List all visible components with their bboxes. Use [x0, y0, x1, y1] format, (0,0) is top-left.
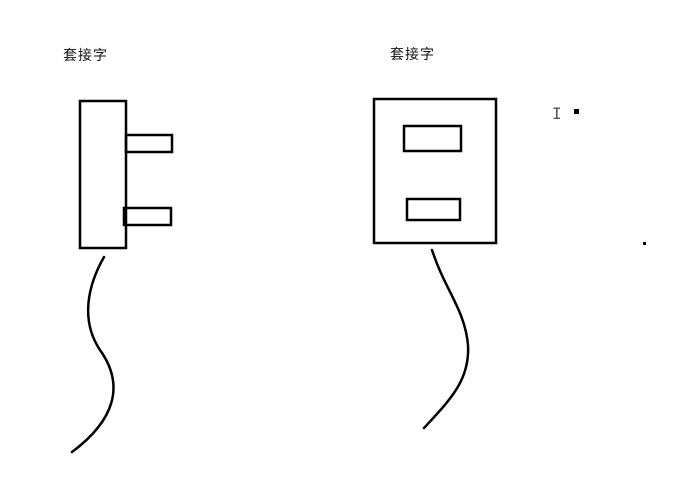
socket-slot-bottom	[405, 197, 462, 222]
text-cursor-icon: I	[552, 104, 562, 123]
plug-body	[78, 99, 128, 250]
plug-drawing	[70, 99, 174, 454]
plug-cable	[70, 255, 115, 454]
socket-label: 套接字	[390, 47, 435, 63]
socket-cable	[422, 248, 470, 430]
socket-drawing	[372, 97, 498, 430]
plug-label: 套接字	[63, 48, 108, 64]
plug-prong-bottom	[122, 206, 173, 227]
small-dot-mark	[643, 242, 646, 245]
socket-slot-top	[402, 124, 463, 153]
socket-body	[372, 97, 498, 245]
plug-prong-top	[124, 133, 174, 154]
dot-mark	[574, 109, 579, 114]
